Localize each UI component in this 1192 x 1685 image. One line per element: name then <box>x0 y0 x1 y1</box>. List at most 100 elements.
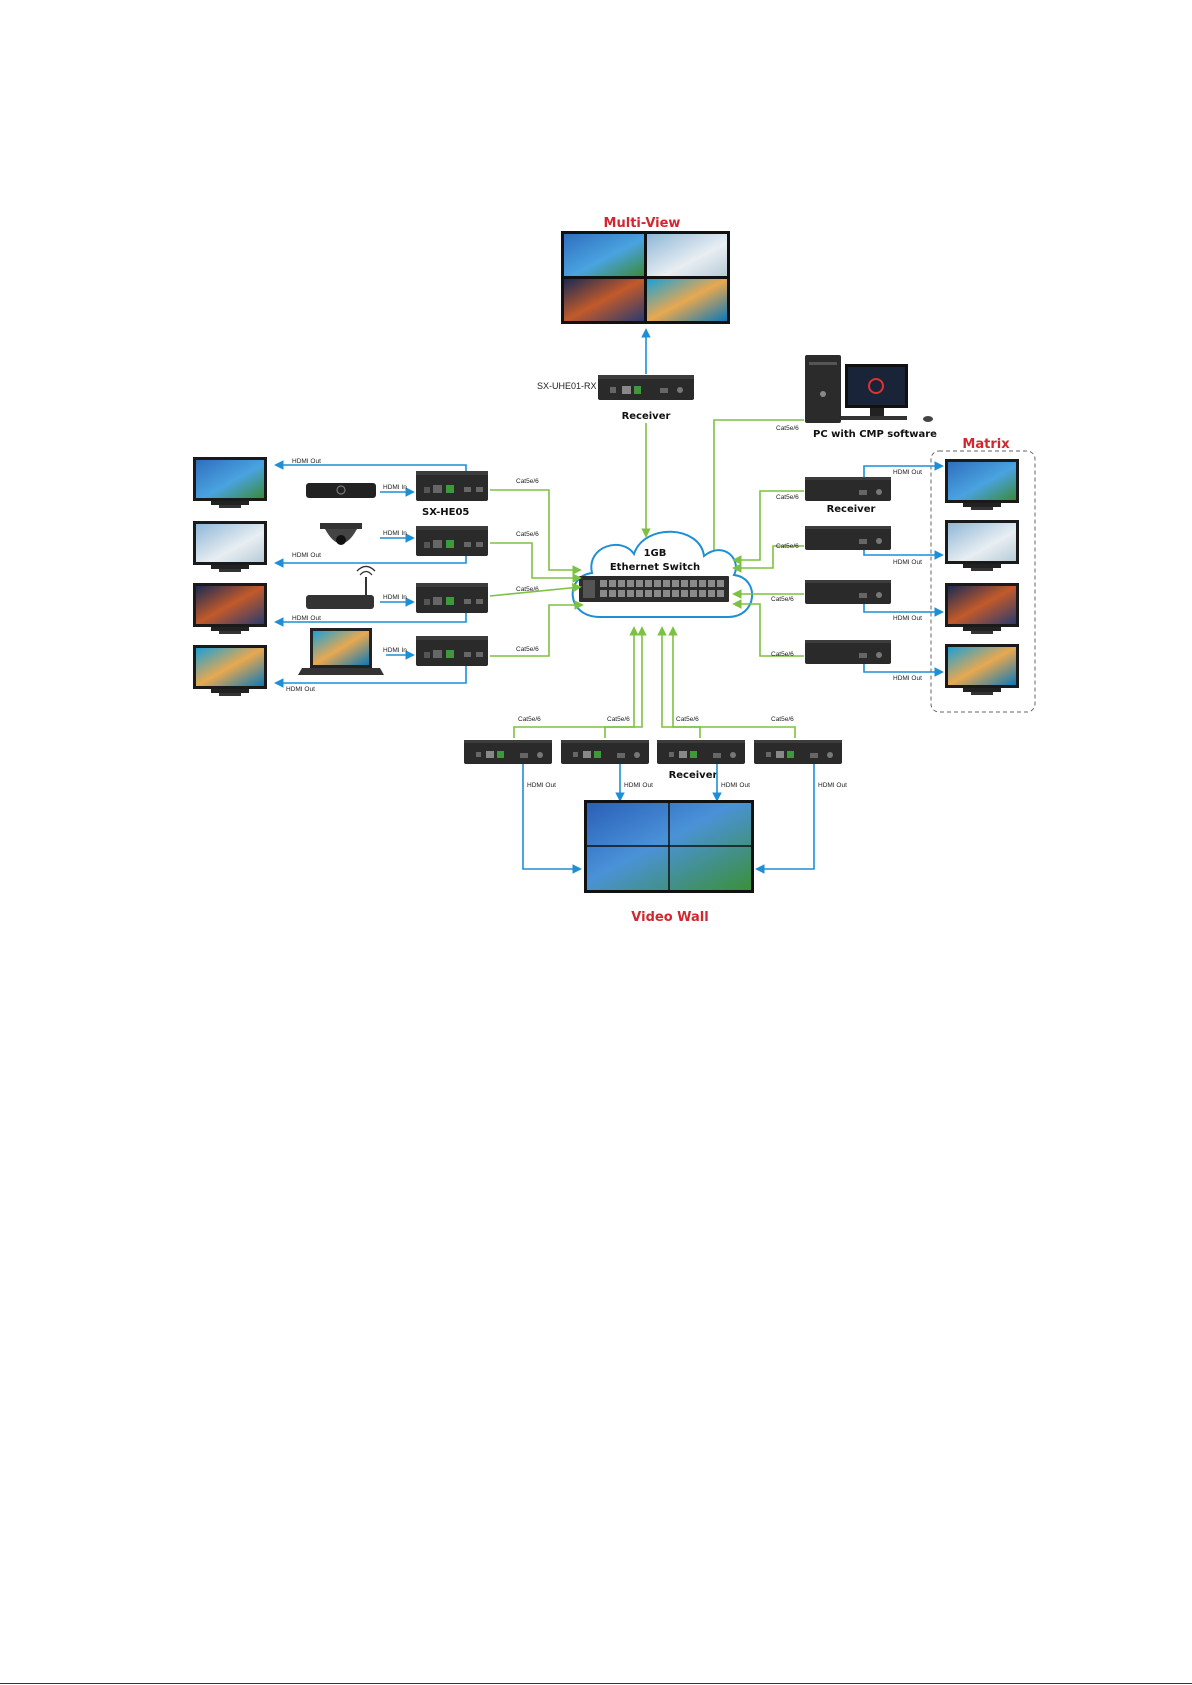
hdmi-out-label: HDMI Out <box>527 782 556 789</box>
cable-label: Cat5e/6 <box>516 478 539 485</box>
multiview-receiver-label: Receiver <box>622 411 671 422</box>
rx-model-label: SX-UHE01-RX <box>537 381 597 391</box>
switch-port <box>636 590 643 597</box>
switch-port <box>654 590 661 597</box>
cable-label: Cat5e/6 <box>516 531 539 538</box>
switch-port <box>618 590 625 597</box>
cable-label: Cat5e/6 <box>776 543 799 550</box>
wall-receiver-icon <box>464 740 552 764</box>
hdmi-extender-icon <box>416 526 488 556</box>
wall-receiver-icon <box>657 740 745 764</box>
switch-port <box>645 590 652 597</box>
switch-port <box>717 590 724 597</box>
dome-camera-icon <box>320 523 362 545</box>
switch-port <box>636 580 643 587</box>
matrix-title: Matrix <box>962 437 1010 452</box>
hdmi-extender-icon <box>416 636 488 666</box>
switch-port <box>600 590 607 597</box>
matrix-monitor-icon <box>945 459 1019 510</box>
cable-label: Cat5e/6 <box>771 651 794 658</box>
matrix-monitor-icon <box>945 644 1019 695</box>
wall-receiver-icon <box>561 740 649 764</box>
video-wall-monitor-icon <box>584 800 754 893</box>
multiview-monitor-icon <box>561 231 730 324</box>
switch-port <box>645 580 652 587</box>
wifi-router-icon <box>306 565 376 609</box>
desktop-pc-icon <box>805 355 933 423</box>
monitor-icon <box>193 457 267 508</box>
hdmi-in-label: HDMI In <box>383 530 407 537</box>
hdmi-out-label: HDMI Out <box>292 615 321 622</box>
hdmi-out-label: HDMI Out <box>818 782 847 789</box>
switch-port <box>699 590 706 597</box>
hdmi-extender-icon <box>416 471 488 501</box>
wall-receiver-label: Receiver <box>669 770 718 781</box>
monitor-icon <box>193 645 267 696</box>
hdmi-out-label: HDMI Out <box>893 469 922 476</box>
cable-label: Cat5e/6 <box>516 646 539 653</box>
switch-port <box>699 580 706 587</box>
switch-port <box>627 580 634 587</box>
cable-label: Cat5e/6 <box>607 716 630 723</box>
switch-label-line1: 1GB <box>644 548 667 559</box>
hdmi-out-label: HDMI Out <box>893 675 922 682</box>
switch-port <box>663 590 670 597</box>
matrix-receiver-icon <box>805 526 891 550</box>
cable-label: Cat5e/6 <box>776 494 799 501</box>
hdmi-out-label: HDMI Out <box>286 686 315 693</box>
wall-receiver-icon <box>754 740 842 764</box>
switch-port <box>681 590 688 597</box>
hdmi-extender-icon <box>416 583 488 613</box>
matrix-receiver-icon <box>805 580 891 604</box>
switch-port <box>609 580 616 587</box>
laptop-icon <box>298 628 384 675</box>
hdmi-in-label: HDMI In <box>383 484 407 491</box>
matrix-monitor-icon <box>945 520 1019 571</box>
hdmi-out-label: HDMI Out <box>624 782 653 789</box>
switch-port <box>663 580 670 587</box>
hdmi-out-label: HDMI Out <box>893 615 922 622</box>
cable-label: Cat5e/6 <box>676 716 699 723</box>
hdmi-out-label: HDMI Out <box>893 559 922 566</box>
cable-label: Cat5e/6 <box>518 716 541 723</box>
monitor-icon <box>193 583 267 634</box>
switch-port <box>600 580 607 587</box>
hdmi-in-label: HDMI In <box>383 594 407 601</box>
switch-port <box>618 580 625 587</box>
switch-port <box>690 590 697 597</box>
switch-port <box>627 590 634 597</box>
switch-port <box>609 590 616 597</box>
switch-port <box>717 580 724 587</box>
matrix-monitor-icon <box>945 583 1019 634</box>
page-bottom-rule <box>0 1683 1192 1684</box>
switch-port <box>681 580 688 587</box>
pc-label: PC with CMP software <box>813 429 937 440</box>
hdmi-out-label: HDMI Out <box>292 552 321 559</box>
switch-port <box>672 590 679 597</box>
matrix-group-box <box>930 450 1036 713</box>
monitor-icon <box>193 521 267 572</box>
videowall-title: Video Wall <box>631 910 708 925</box>
switch-port <box>654 580 661 587</box>
cable-label: Cat5e/6 <box>771 596 794 603</box>
matrix-receiver-icon <box>805 640 891 664</box>
tx-model-label: SX-HE05 <box>422 507 469 518</box>
switch-port <box>708 590 715 597</box>
hdmi-out-label: HDMI Out <box>292 458 321 465</box>
switch-port <box>672 580 679 587</box>
switch-port <box>690 580 697 587</box>
hdmi-in-label: HDMI In <box>383 647 407 654</box>
pc-cable-label: Cat5e/6 <box>776 425 799 432</box>
network-switch-icon <box>579 576 729 602</box>
cable-label: Cat5e/6 <box>516 586 539 593</box>
matrix-receiver-label: Receiver <box>827 504 876 515</box>
multiview-title: Multi-View <box>604 216 681 231</box>
cloud-icon <box>571 530 753 618</box>
cable-label: Cat5e/6 <box>771 716 794 723</box>
switch-port <box>708 580 715 587</box>
switch-label-line2: Ethernet Switch <box>610 562 700 573</box>
hdmi-out-label: HDMI Out <box>721 782 750 789</box>
matrix-receiver-icon <box>805 477 891 501</box>
blu-ray-player-icon <box>306 483 376 498</box>
